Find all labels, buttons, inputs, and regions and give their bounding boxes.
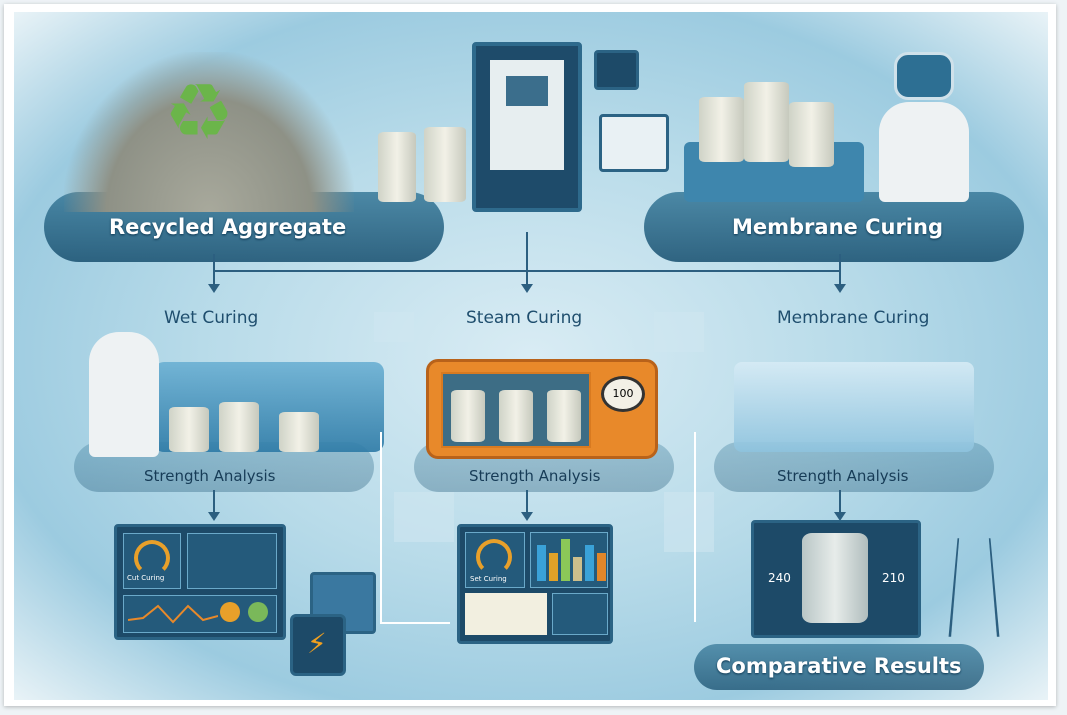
gauge-icon	[134, 540, 170, 576]
recycled-aggregate-title: Recycled Aggregate	[109, 215, 347, 239]
compression-press	[472, 42, 582, 212]
result-value-left: 240	[768, 571, 791, 585]
steam-oven: 100	[426, 359, 658, 459]
concrete-cylinder	[378, 132, 416, 202]
left-dashboard-monitor: Cut Curing	[114, 524, 286, 640]
strength-analysis-label: Strength Analysis	[144, 467, 276, 485]
tablet: ⚡	[290, 614, 346, 676]
curing-process-diagram: ♻ Recycled Aggregate Membrane Curing Wet…	[14, 12, 1048, 700]
oven-gauge: 100	[601, 376, 645, 412]
power-pylon-icon	[948, 538, 1000, 637]
aggregate-pile	[64, 52, 354, 212]
comparative-results-title: Comparative Results	[716, 654, 962, 678]
arrow-down-icon	[834, 284, 846, 293]
line-chart-icon	[128, 604, 218, 624]
membrane-covered-boxes	[734, 362, 974, 452]
robot-scientist	[874, 52, 974, 202]
recycle-icon: ♻	[164, 68, 234, 158]
illustration-frame: ♻ Recycled Aggregate Membrane Curing Wet…	[4, 4, 1056, 706]
arrow-down-icon	[208, 284, 220, 293]
concrete-cylinder	[699, 97, 744, 162]
center-dashboard-monitor: Set Curing	[457, 524, 613, 644]
gauge-icon	[476, 539, 512, 575]
strength-analysis-label: Strength Analysis	[777, 467, 909, 485]
lightning-icon: ⚡	[307, 627, 327, 660]
arrow-down-icon	[208, 512, 220, 521]
bar-chart-icon	[530, 532, 608, 588]
left-monitor-caption: Cut Curing	[127, 574, 165, 582]
gauge-panel	[594, 50, 639, 90]
result-value-right: 210	[882, 571, 905, 585]
membrane-curing-label: Membrane Curing	[777, 308, 930, 328]
strength-analysis-label: Strength Analysis	[469, 467, 601, 485]
concrete-cylinder	[424, 127, 466, 202]
concrete-cylinder	[789, 102, 834, 167]
center-monitor-caption: Set Curing	[470, 575, 507, 583]
results-panel: 240 210	[751, 520, 921, 638]
arrow-down-icon	[521, 284, 533, 293]
technician	[89, 332, 159, 457]
arrow-down-icon	[834, 512, 846, 521]
concrete-cylinder	[744, 82, 789, 162]
lab-monitor	[599, 114, 669, 172]
wet-curing-label: Wet Curing	[164, 308, 259, 328]
membrane-curing-title: Membrane Curing	[732, 215, 943, 239]
cracked-cylinder	[802, 533, 868, 623]
top-right-band	[644, 192, 1024, 262]
steam-curing-label: Steam Curing	[466, 308, 583, 328]
arrow-down-icon	[521, 512, 533, 521]
